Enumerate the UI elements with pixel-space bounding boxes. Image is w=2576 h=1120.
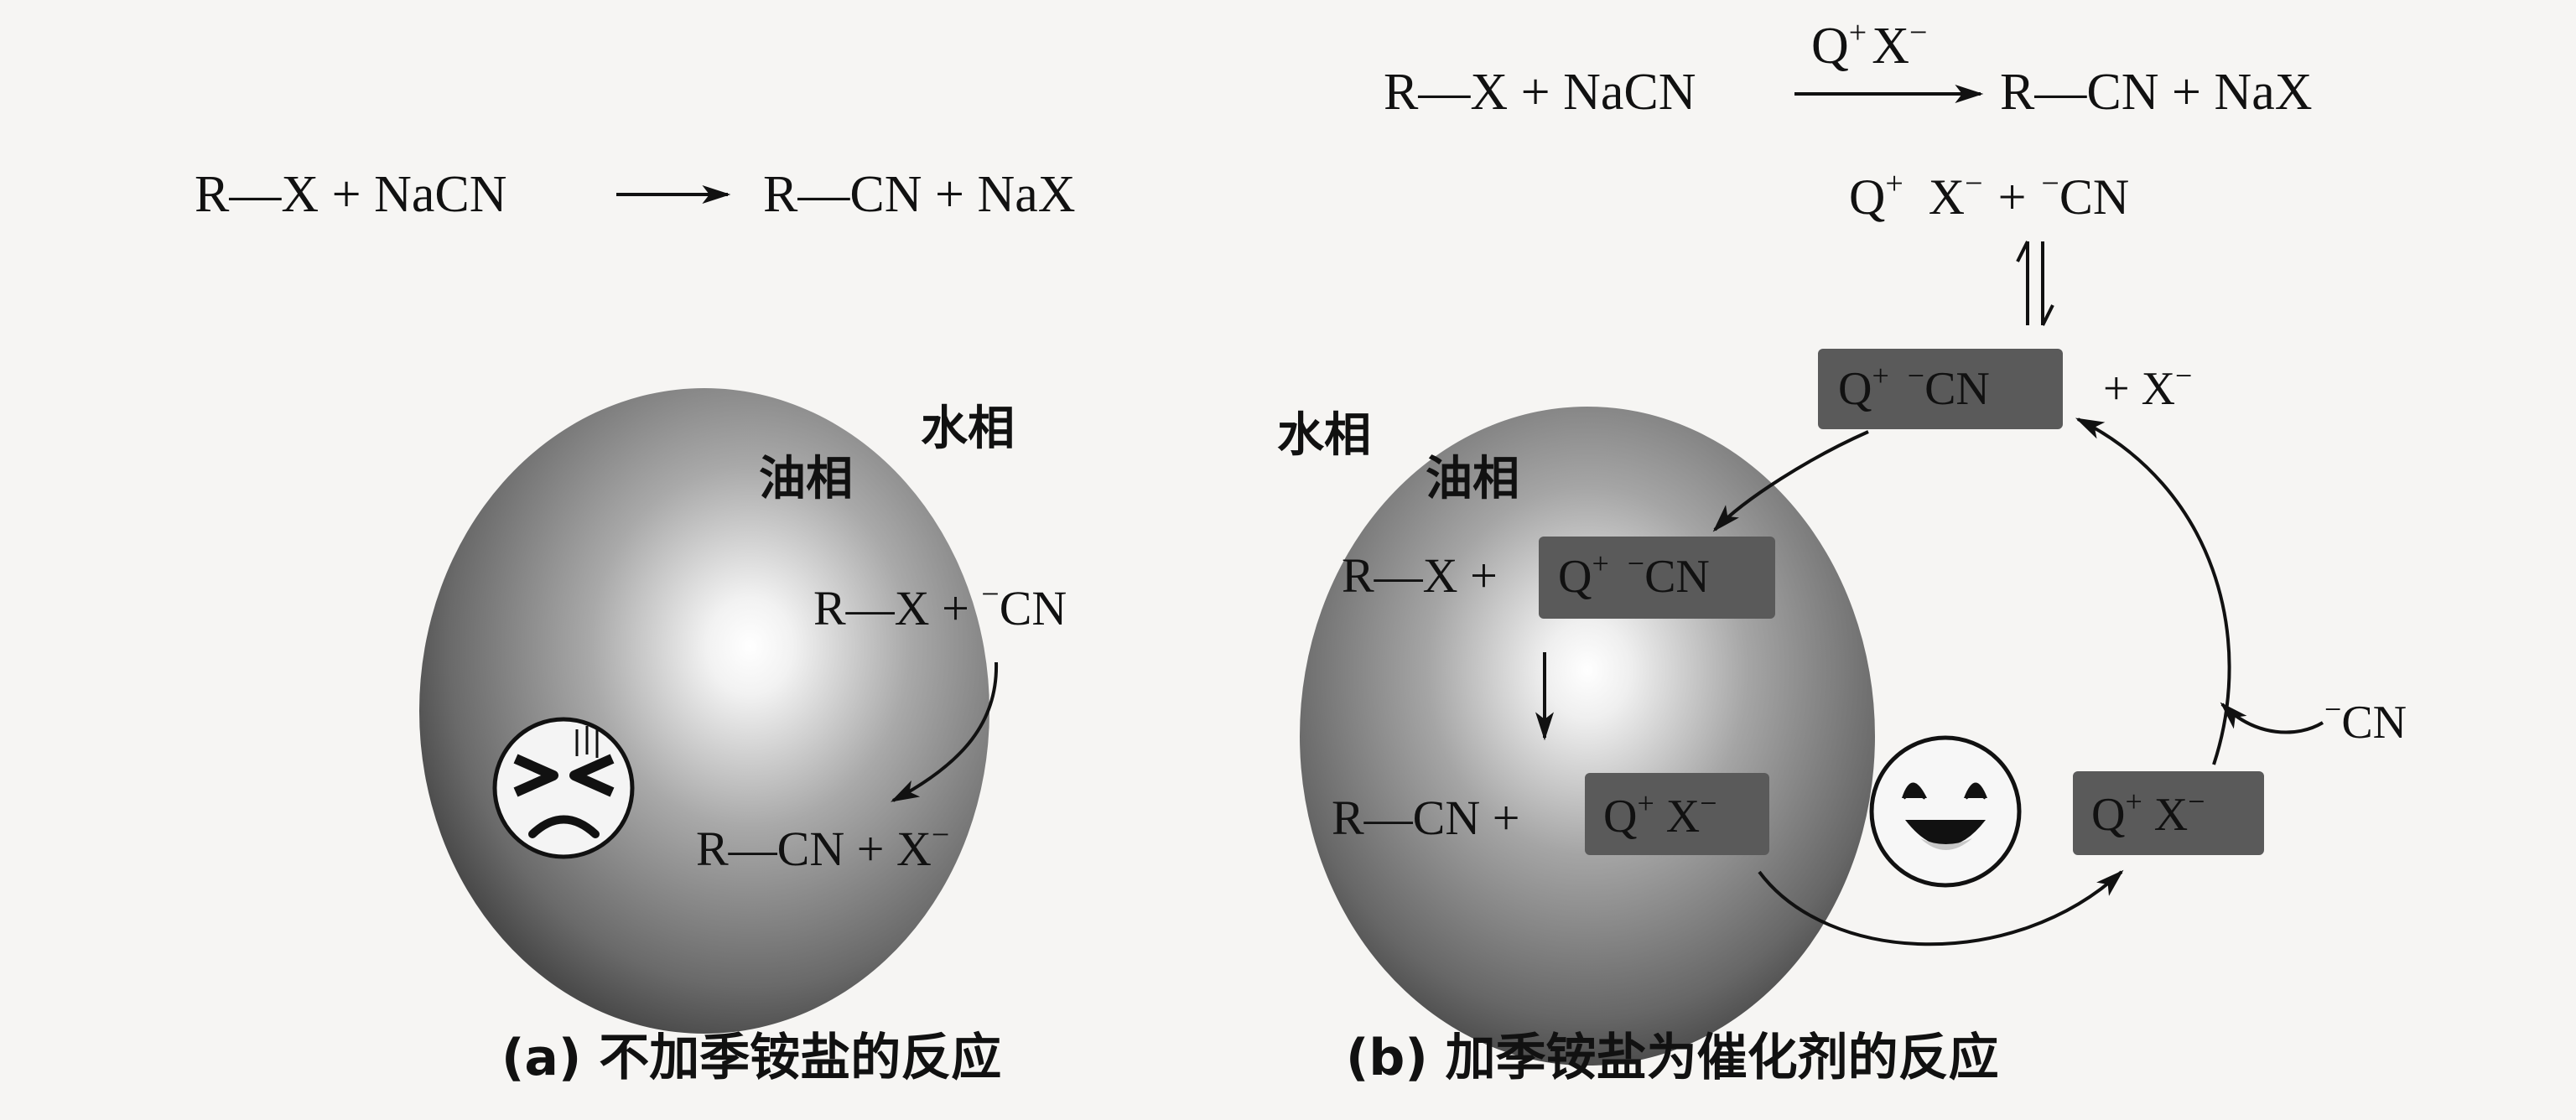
inner-reactant: R—X + −CN [813, 577, 1067, 635]
equation-b-product: R—CN + NaX [2000, 64, 2313, 121]
caption-b: (b) 加季铵盐为催化剂的反应 [1346, 1029, 1999, 1087]
inner-product-b: R—CN + [1332, 791, 1519, 845]
top-box-side: + X− [2103, 359, 2192, 415]
reaction-arrow-a [890, 661, 999, 802]
equation-a-product: R—CN + NaX [763, 166, 1076, 223]
angry-face-icon [492, 717, 635, 859]
inner-product: R—CN + X− [696, 817, 949, 876]
inner-box-text: Q+−CN [1558, 547, 1710, 603]
right-catalyst-box [2073, 771, 2264, 855]
water-phase-label-b: 水相 [1277, 408, 1371, 463]
caption-a: (a) 不加季铵盐的反应 [501, 1029, 1001, 1087]
inner-catalyst-box [1539, 537, 1775, 619]
equation-b-catalyst: Q+X− [1811, 15, 1927, 75]
smiling-face-icon [1869, 735, 2022, 888]
incoming-cn: −CN [2324, 692, 2407, 749]
right-box-text: Q+X− [2091, 785, 2205, 841]
top-box-text: Q+−CN [1838, 359, 1990, 415]
equilibrium-species: Q+X−+−CN [1849, 166, 2129, 225]
oil-phase-droplet-b [1300, 407, 1875, 1066]
oil-phase-label: 油相 [759, 452, 853, 506]
incoming-cn-arrow [2220, 702, 2324, 734]
panel-b: R—X + NaCN Q+X− R—CN + NaX Q+X−+−CN Q+−C… [1277, 15, 2407, 1087]
top-catalyst-box [1818, 349, 2063, 429]
cycle-arrow-top [1712, 430, 1869, 532]
oil-phase-droplet [419, 388, 989, 1034]
equilibrium-arrows [2016, 241, 2054, 326]
inner-product-box-text: Q+X− [1603, 786, 1717, 843]
oil-phase-label-b: 油相 [1426, 452, 1519, 506]
cycle-arrow-bottom [1758, 869, 2124, 946]
inner-product-box [1585, 773, 1769, 855]
inner-reactant-b: R—X + [1342, 548, 1498, 603]
water-phase-label: 水相 [921, 402, 1015, 456]
panel-a: R—X + NaCN R—CN + NaX 水相 油相 R—X + −CN R—… [195, 166, 1076, 1087]
equation-b-reactant: R—X + NaCN [1384, 64, 1696, 121]
equation-a-reactant: R—X + NaCN [195, 166, 507, 223]
cycle-arrow-right [2075, 417, 2231, 765]
